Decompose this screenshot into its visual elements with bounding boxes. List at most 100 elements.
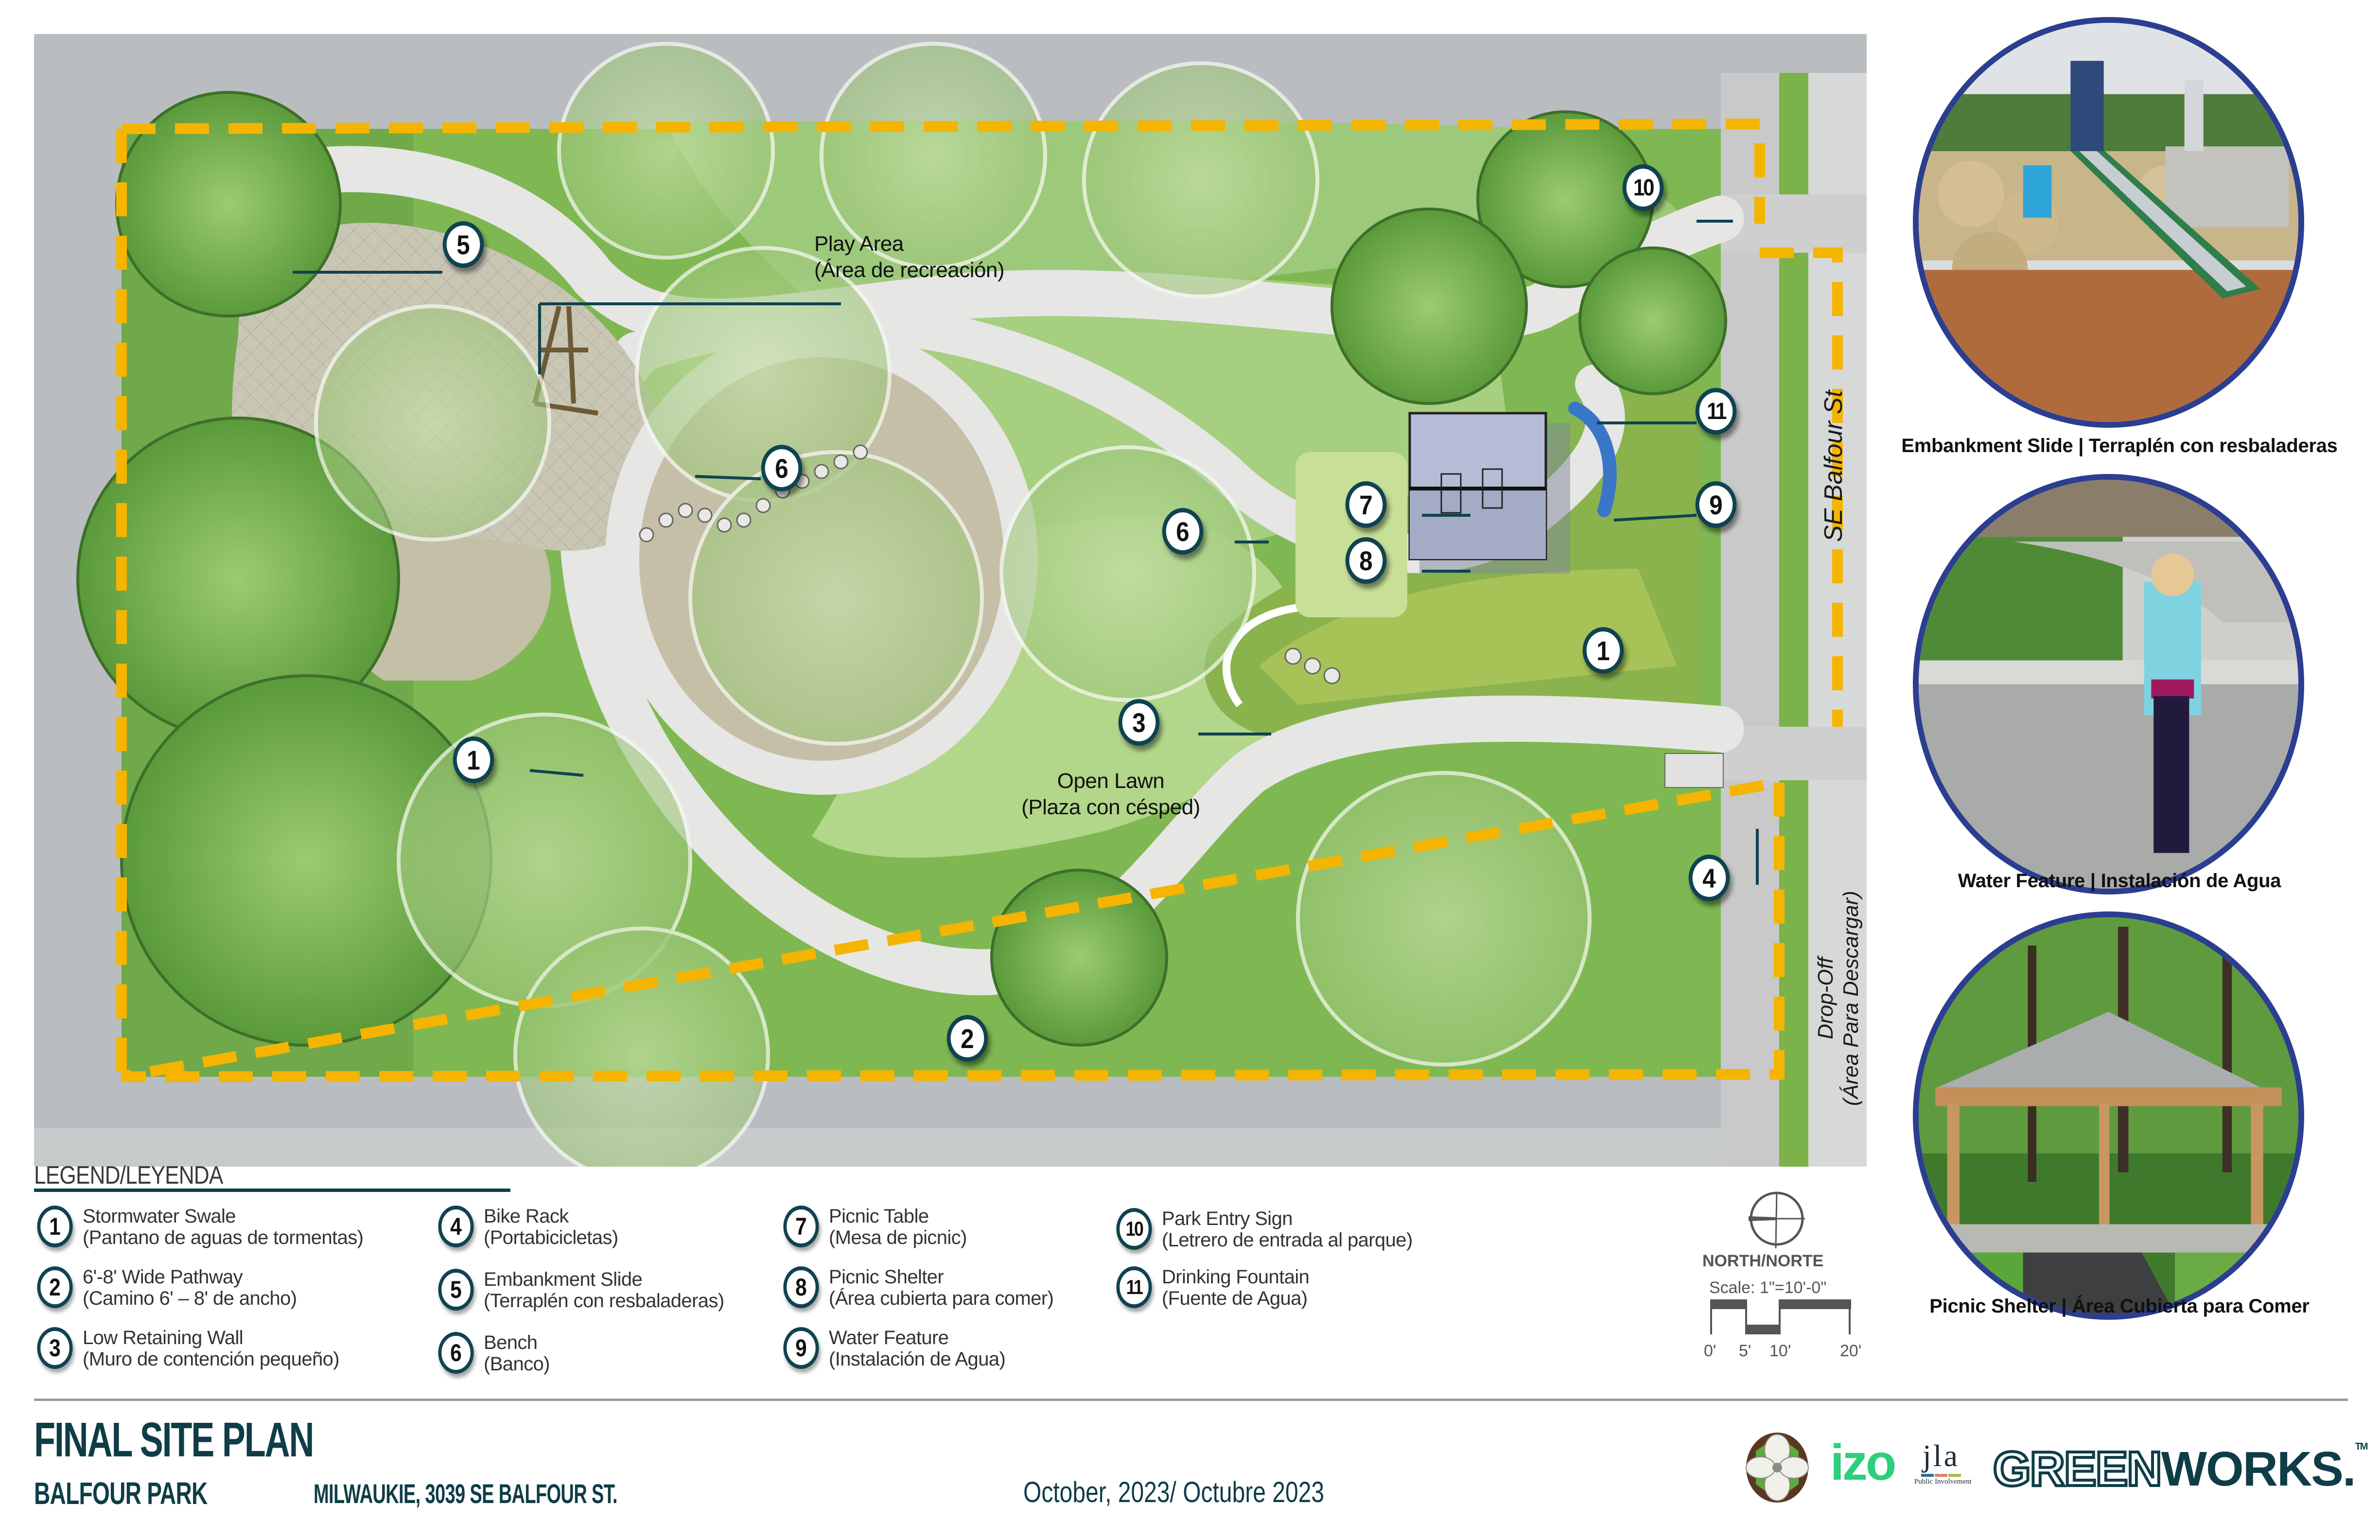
- scale-tick-10: 10': [1769, 1342, 1791, 1360]
- scale-bar-icon: [1710, 1299, 1851, 1334]
- greenworks-logo-solid: WORKS.: [2161, 1442, 2356, 1496]
- water-feature-photo-image: [1919, 480, 2298, 889]
- legend-divider: [34, 1189, 510, 1192]
- legend-title: LEGEND/LEYENDA: [34, 1161, 223, 1190]
- jla-logo-text: jla: [1923, 1438, 1960, 1473]
- legend-label-es: (Camino 6' – 8' de ancho): [83, 1288, 297, 1309]
- scale-ticks: 0' 5' 10' 20': [1704, 1342, 1869, 1361]
- north-label: NORTH/NORTE: [1702, 1252, 1824, 1270]
- park-address: MILWAUKIE, 3039 SE BALFOUR ST.: [314, 1478, 618, 1509]
- legend-item-water-feature: 9 Water Feature(Instalación de Agua): [780, 1327, 1006, 1370]
- legend-item-drinking-fountain: 11 Drinking Fountain(Fuente de Agua): [1113, 1266, 1310, 1309]
- legend-item-pathway: 2 6'-8' Wide Pathway(Camino 6' – 8' de a…: [34, 1266, 297, 1309]
- callout-bench[interactable]: 6: [761, 445, 803, 491]
- legend-item-picnic-table: 7 Picnic Table(Mesa de picnic): [780, 1206, 967, 1248]
- legend-item-stormwater-swale: 1 Stormwater Swale(Pantano de aguas de t…: [34, 1206, 364, 1248]
- open-lawn-label: Open Lawn (Plaza con césped): [975, 768, 1247, 821]
- slide-photo: [1913, 17, 2304, 428]
- picnic-shelter-photo-image: [1919, 917, 2298, 1314]
- legend-label-es: (Instalación de Agua): [829, 1348, 1006, 1370]
- open-lawn-label-en: Open Lawn: [1057, 769, 1165, 793]
- scale-tick-20: 20': [1840, 1342, 1862, 1360]
- legend-label-en: Picnic Table: [829, 1206, 929, 1227]
- play-area-label-es: (Área de recreación): [814, 258, 1005, 282]
- legend-label-en: Embankment Slide: [484, 1269, 643, 1290]
- callout-picnic-shelter[interactable]: 8: [1345, 537, 1387, 584]
- callout-retaining-wall[interactable]: 3: [1118, 699, 1160, 746]
- legend-label-en: Low Retaining Wall: [83, 1327, 244, 1348]
- legend-label-es: (Portabicicletas): [484, 1227, 618, 1248]
- callout-embankment-slide[interactable]: 5: [442, 221, 484, 268]
- jla-logo-subtitle: Public Involvement: [1914, 1478, 1972, 1486]
- callout-stormwater-swale[interactable]: 1: [453, 736, 494, 783]
- legend-item-park-entry-sign: 10 Park Entry Sign(Letrero de entrada al…: [1113, 1208, 1413, 1251]
- callout-drinking-fountain[interactable]: 11: [1695, 388, 1737, 435]
- footer-divider: [34, 1399, 2348, 1401]
- open-lawn-label-es: (Plaza con césped): [1021, 795, 1200, 819]
- milwaukie-flower-logo-icon: [1746, 1433, 1809, 1503]
- page-title: FINAL SITE PLAN: [34, 1413, 314, 1467]
- greenworks-logo-tm: TM: [2355, 1441, 2368, 1452]
- north-arrow-icon: [1749, 1191, 1805, 1249]
- greenworks-logo: GREENWORKS.TM: [1992, 1440, 2368, 1498]
- plan-date: October, 2023/ Octubre 2023: [1023, 1476, 1325, 1508]
- legend-item-bike-rack: 4 Bike Rack(Portabicicletas): [435, 1206, 618, 1248]
- legend-label-es: (Área cubierta para comer): [829, 1288, 1054, 1309]
- legend-label-en: Bike Rack: [484, 1206, 569, 1227]
- jla-logo-bar: [1914, 1474, 1968, 1477]
- legend-number-badge: 4: [438, 1206, 474, 1247]
- legend-label-es: (Muro de contención pequeño): [83, 1348, 340, 1370]
- play-area-label-en: Play Area: [814, 232, 904, 256]
- north-arrow-and-scale: NORTH/NORTE Scale: 1"=10'-0" 0' 5' 10' 2…: [1677, 1176, 1920, 1381]
- legend-number-badge: 11: [1116, 1266, 1152, 1308]
- slide-photo-caption: Embankment Slide | Terraplén con resbala…: [1901, 435, 2338, 456]
- legend-number-badge: 8: [783, 1266, 819, 1308]
- legend-label-es: (Fuente de Agua): [1162, 1288, 1308, 1309]
- scale-tick-0: 0': [1704, 1342, 1716, 1360]
- callout-stormwater-swale-2[interactable]: 1: [1582, 627, 1624, 674]
- legend-number-badge: 9: [783, 1327, 819, 1369]
- callout-bench-2[interactable]: 6: [1162, 508, 1204, 555]
- callout-picnic-table[interactable]: 7: [1345, 481, 1387, 528]
- izo-logo: izo: [1830, 1435, 1896, 1491]
- legend-number-badge: 5: [438, 1269, 474, 1311]
- picnic-shelter-photo: [1913, 911, 2304, 1320]
- legend-number-badge: 7: [783, 1206, 819, 1247]
- slide-photo-image: [1919, 23, 2298, 422]
- play-area-label: Play Area (Área de recreación): [814, 231, 1005, 283]
- legend-label-en: 6'-8' Wide Pathway: [83, 1266, 243, 1288]
- callout-water-feature[interactable]: 9: [1695, 481, 1737, 528]
- legend-item-embankment-slide: 5 Embankment Slide(Terraplén con resbala…: [435, 1269, 724, 1312]
- legend-label-en: Bench: [484, 1332, 538, 1353]
- greenworks-logo-outline: GREEN: [1992, 1440, 2164, 1498]
- callout-park-entry-sign[interactable]: 10: [1622, 164, 1664, 211]
- legend-label-en: Water Feature: [829, 1327, 949, 1348]
- callout-bike-rack[interactable]: 4: [1688, 855, 1730, 901]
- legend-item-bench: 6 Bench(Banco): [435, 1332, 550, 1375]
- water-feature-photo-caption: Water Feature | Instalación de Agua: [1958, 870, 2281, 892]
- street-label: SE Balfour St: [1820, 390, 1848, 542]
- legend-label-es: (Letrero de entrada al parque): [1162, 1229, 1413, 1251]
- scale-label: Scale: 1"=10'-0": [1709, 1278, 1827, 1297]
- dropoff-label: Drop-Off (Área Para Descargar): [1813, 891, 1864, 1106]
- dropoff-label-es: (Área Para Descargar): [1839, 891, 1863, 1106]
- legend-number-badge: 6: [438, 1332, 474, 1374]
- legend-number-badge: 2: [37, 1266, 73, 1308]
- legend-label-en: Drinking Fountain: [1162, 1266, 1310, 1288]
- water-feature-photo: [1913, 474, 2304, 894]
- legend-number-badge: 1: [37, 1206, 73, 1247]
- scale-tick-5: 5': [1739, 1342, 1751, 1360]
- legend-item-picnic-shelter: 8 Picnic Shelter(Área cubierta para come…: [780, 1266, 1054, 1309]
- legend-label-es: (Banco): [484, 1353, 550, 1375]
- dropoff-label-en: Drop-Off: [1814, 957, 1838, 1040]
- legend-label-es: (Mesa de picnic): [829, 1227, 967, 1248]
- legend-number-badge: 10: [1116, 1208, 1152, 1250]
- callout-pathway[interactable]: 2: [946, 1015, 988, 1062]
- legend-label-en: Park Entry Sign: [1162, 1208, 1293, 1229]
- legend-number-badge: 3: [37, 1327, 73, 1369]
- legend-item-retaining-wall: 3 Low Retaining Wall(Muro de contención …: [34, 1327, 340, 1370]
- legend-label-es: (Pantano de aguas de tormentas): [83, 1227, 364, 1248]
- site-plan-illustration: [34, 34, 1867, 1167]
- legend-label-en: Picnic Shelter: [829, 1266, 944, 1288]
- legend-label-es: (Terraplén con resbaladeras): [484, 1290, 724, 1312]
